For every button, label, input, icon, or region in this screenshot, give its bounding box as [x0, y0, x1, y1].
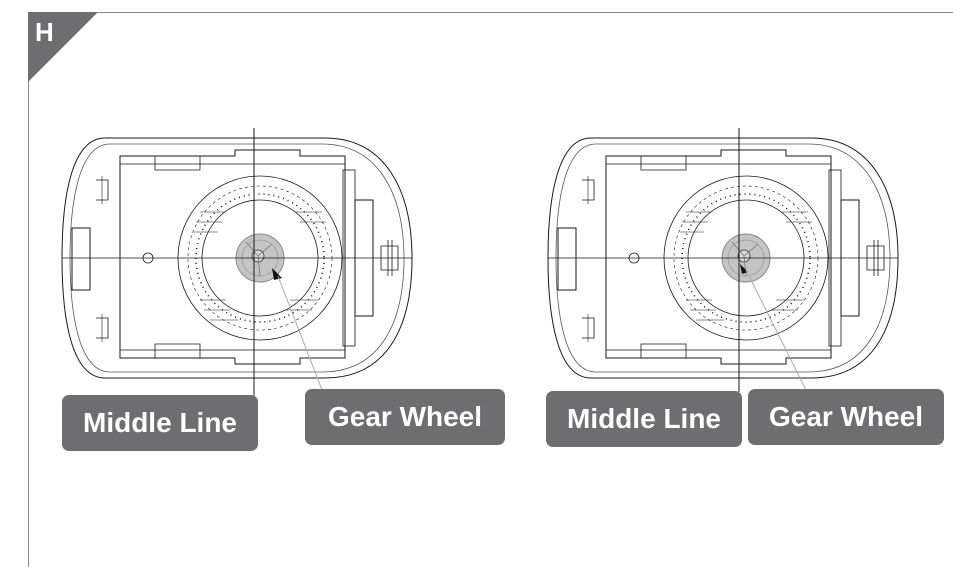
- gear-wheel-label-left: Gear Wheel: [305, 389, 505, 445]
- step-tab: [28, 12, 98, 82]
- device-left: [61, 128, 413, 396]
- middle-line-label-right: Middle Line: [546, 391, 742, 447]
- device-right: [547, 128, 899, 392]
- gear-arrow-left: [272, 268, 282, 280]
- frame-top-border: [28, 12, 953, 13]
- frame-left-border: [28, 12, 29, 567]
- gear-arrow-right: [740, 264, 748, 274]
- gear-leader-left: [277, 275, 323, 391]
- gear-wheel-label-right: Gear Wheel: [748, 389, 944, 445]
- middle-line-label-left: Middle Line: [62, 395, 258, 451]
- step-letter: H: [35, 17, 54, 47]
- gear-leader-right: [745, 269, 807, 391]
